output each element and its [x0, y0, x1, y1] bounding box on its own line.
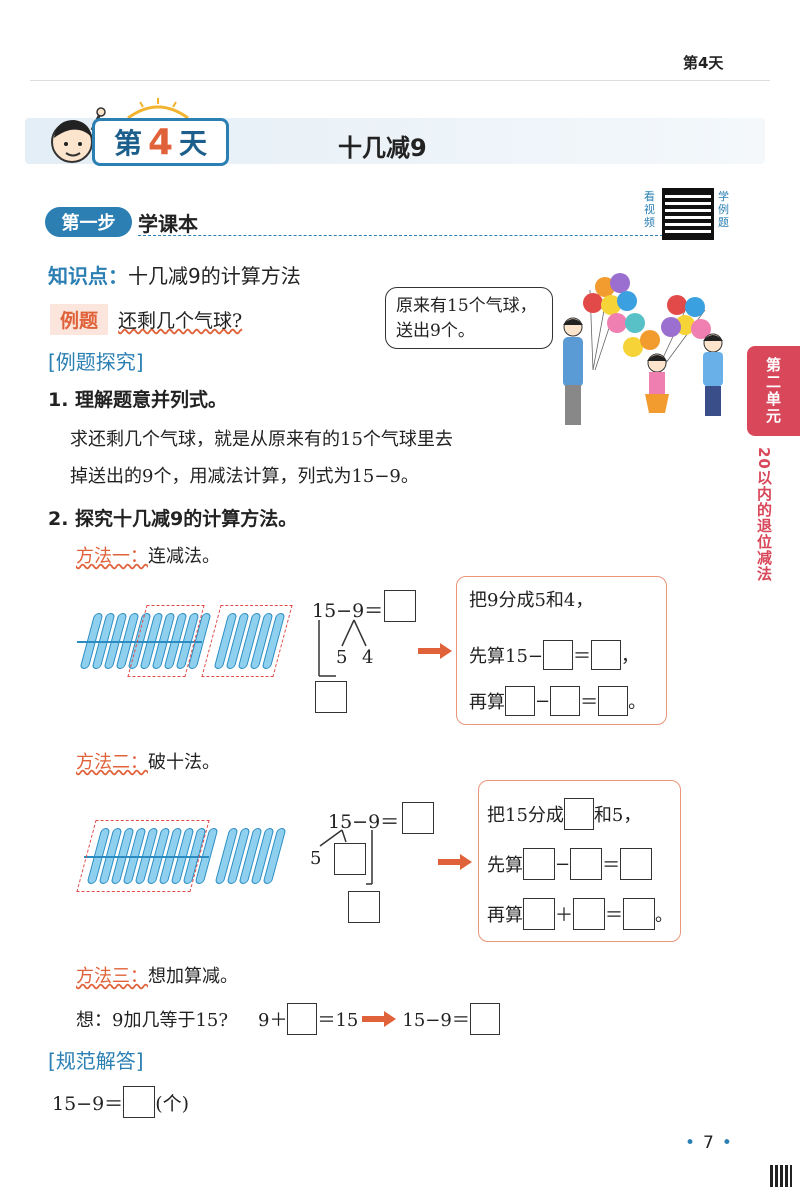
method1-sticks [75, 605, 300, 677]
speech-bubble: 原来有15个气球， 送出9个。 [385, 287, 553, 349]
qr-code-icon[interactable] [662, 188, 714, 240]
step1-text-line1: 求还剩几个气球，就是从原来有的15个气球里去 [70, 429, 453, 450]
method1-step-box[interactable] [591, 640, 621, 670]
method2-step-box[interactable] [563, 798, 594, 830]
method1-split-b: 4 [362, 647, 374, 668]
method2-sticks [76, 820, 287, 892]
answer-row: 15−9＝ (个) [52, 1085, 189, 1119]
example-question: 还剩几个气球? [118, 310, 243, 332]
side-tab-unit[interactable]: 第二单元 [747, 346, 800, 436]
arrow-right-icon [418, 643, 452, 659]
method3-think-row: 想：9加几等于15? 9＋ ＝15 15−9＝ [76, 1002, 500, 1036]
knowledge-point: 知识点：十几减9的计算方法 [48, 264, 301, 288]
method1-step-box[interactable] [505, 686, 535, 716]
method2-step-box[interactable] [523, 848, 555, 880]
qr-caption-right: 学例题 [718, 190, 729, 229]
method2-result-box[interactable] [348, 891, 380, 923]
arrow-right-icon [438, 854, 472, 870]
method1-step-box[interactable] [598, 686, 629, 716]
method2-step-box[interactable] [623, 898, 655, 930]
method2-step-box[interactable] [573, 898, 605, 930]
method1-step-box[interactable] [550, 686, 581, 716]
method3-sub-box[interactable] [469, 1003, 500, 1035]
sun-rays-icon [127, 98, 189, 120]
method2-step-box[interactable] [523, 898, 555, 930]
method2-steps-box: 把15分成 和5， 先算 − ＝ 再算 ＋ ＝ 。 [478, 780, 681, 942]
corner-qr-icon [770, 1165, 792, 1187]
method1-split-a: 5 [336, 647, 348, 668]
method2-split-box[interactable] [334, 843, 366, 875]
method1-steps-box: 把9分成5和4， 先算15− ＝ ， 再算 − ＝ 。 [456, 576, 667, 725]
step2-title: 2. 探究十几减9的计算方法。 [48, 508, 298, 530]
children-balloons-illustration [563, 273, 723, 425]
method2-equation: 15−9＝ [328, 811, 400, 833]
answer-box[interactable] [123, 1086, 156, 1118]
day-header: 第4天 [683, 54, 724, 72]
step-title: 学课本 [138, 212, 198, 236]
method1-step-box[interactable] [543, 640, 573, 670]
explore-heading: [例题探究] [48, 350, 144, 374]
answer-heading: [规范解答] [48, 1049, 144, 1073]
section-dashed-line [138, 235, 663, 236]
page-number: • 7 • [685, 1133, 732, 1153]
method1-heading: 方法一：连减法。 [76, 546, 220, 567]
method2-answer-box[interactable] [402, 802, 434, 834]
method2-split-a: 5 [310, 848, 322, 869]
page-title: 十几减9 [338, 134, 427, 162]
method1-result-box[interactable] [315, 681, 347, 713]
qr-caption-left: 看视频 [644, 190, 655, 229]
step-badge: 第一步 [45, 207, 132, 237]
example-badge: 例题 [50, 304, 109, 335]
side-tab-topic: 20以内的退位减法 [755, 447, 773, 582]
method2-heading: 方法二：破十法。 [76, 752, 220, 773]
header-divider [30, 80, 770, 81]
step1-title: 1. 理解题意并列式。 [48, 389, 228, 411]
method1-equation: 15−9＝ [312, 600, 384, 622]
day-badge: 第 4 天 [92, 118, 229, 166]
arrow-right-icon [362, 1011, 397, 1027]
method2-step-box[interactable] [570, 848, 603, 880]
method1-answer-box[interactable] [384, 590, 416, 622]
method1-split-lines [318, 619, 367, 677]
method3-add-box[interactable] [287, 1003, 318, 1035]
step1-text-line2: 掉送出的9个，用减法计算，列式为15−9。 [70, 466, 419, 487]
method3-heading: 方法三：想加算减。 [76, 966, 238, 987]
method2-step-box[interactable] [620, 848, 653, 880]
method2-split-lines [319, 829, 373, 885]
